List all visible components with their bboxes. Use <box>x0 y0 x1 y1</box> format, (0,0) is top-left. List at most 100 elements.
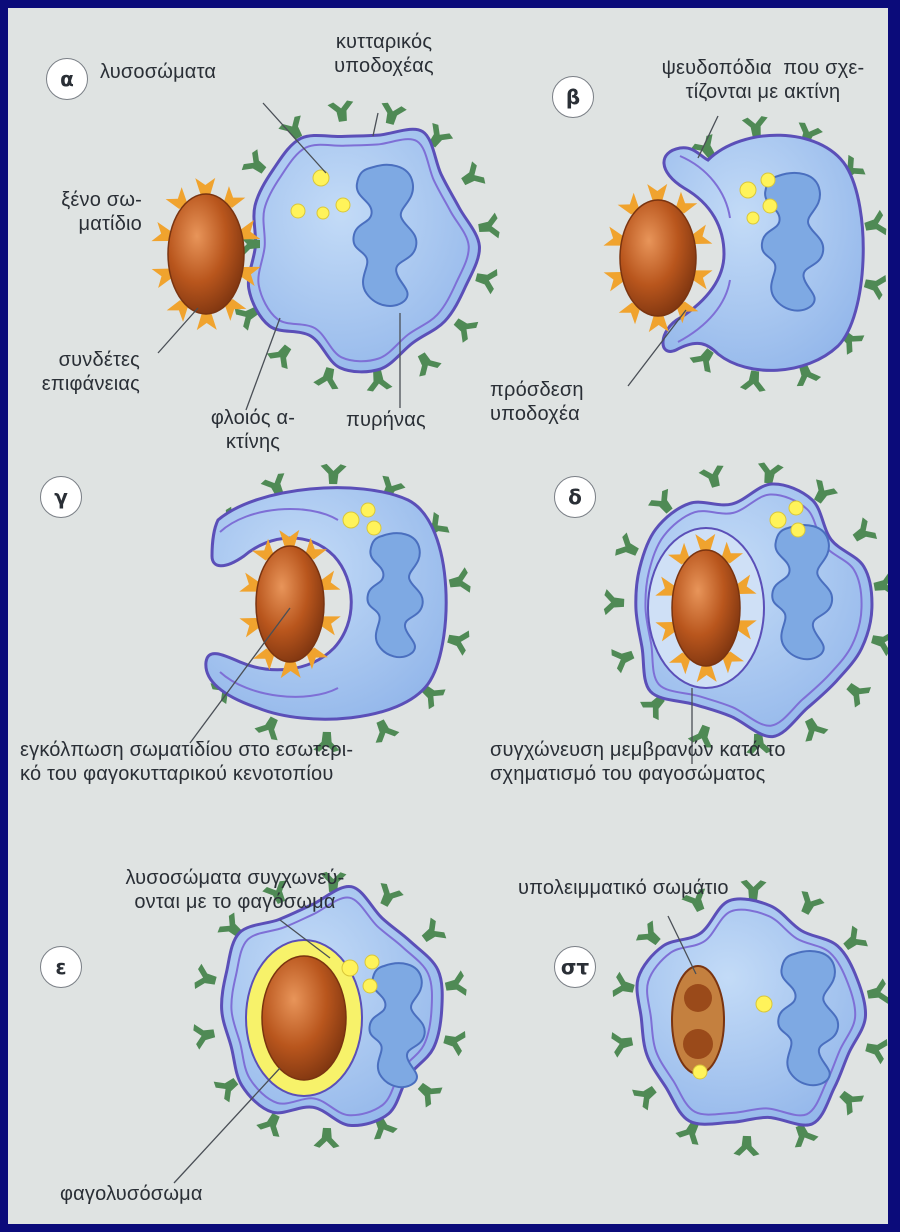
foreign-particle <box>620 200 696 316</box>
receptor-icon <box>733 1136 760 1157</box>
step-badge-g: γ <box>40 476 82 518</box>
ligand-icon <box>647 184 667 200</box>
step-badge-d: δ <box>554 476 596 518</box>
receptor-icon <box>797 714 829 744</box>
panel-st <box>610 880 888 1157</box>
label-foreign-particle: ξένο σω- ματίδιο <box>38 188 142 236</box>
lysosome-icon <box>342 960 358 976</box>
receptor-icon <box>313 365 343 391</box>
label-cell-receptor: κυτταρικός υποδοχέας <box>314 30 454 78</box>
receptor-icon <box>448 311 480 344</box>
receptor-icon <box>740 880 767 901</box>
lysosome-icon <box>363 979 377 993</box>
diagram-canvas: α β γ δ ε στ λυσοσώματα κυτταρικός υποδο… <box>8 8 888 1224</box>
receptor-icon <box>240 148 272 181</box>
receptor-icon <box>862 271 888 301</box>
receptor-icon <box>473 265 499 295</box>
panel-b <box>603 115 887 392</box>
receptor-icon <box>372 881 404 911</box>
foreign-particle <box>256 546 324 662</box>
label-receptor-binding: πρόσδεση υποδοχέα <box>490 378 584 426</box>
panel-d <box>604 462 888 764</box>
label-lysosomes: λυσοσώματα <box>100 60 216 84</box>
digested-particle <box>262 956 346 1080</box>
receptor-icon <box>193 963 219 993</box>
receptor-icon <box>447 567 472 596</box>
panel-a <box>151 100 500 410</box>
label-membrane-fusion: συγχώνευση μεμβρανών κατά το σχηματισμό … <box>490 738 786 786</box>
receptor-icon <box>368 716 400 745</box>
receptor-icon <box>793 889 825 919</box>
receptor-icon <box>192 1021 217 1050</box>
receptor-icon <box>613 532 642 564</box>
receptor-icon <box>320 464 347 485</box>
receptor-icon <box>445 626 471 656</box>
receptor-icon <box>313 1128 340 1149</box>
receptor-icon <box>377 101 407 127</box>
receptor-icon <box>610 1029 635 1058</box>
leader-line <box>246 318 280 410</box>
step-badge-a: α <box>46 58 88 100</box>
residual-granule <box>683 1029 713 1059</box>
ligand-icon <box>649 316 669 332</box>
panel-g <box>190 464 472 753</box>
receptor-icon <box>848 516 879 549</box>
receptor-icon <box>631 1079 663 1112</box>
lysosome-icon <box>789 501 803 515</box>
step-badge-st: στ <box>554 946 596 988</box>
receptor-icon <box>604 589 625 616</box>
leader-line <box>373 113 378 136</box>
lysosome-icon <box>740 182 756 198</box>
lysosome-icon <box>761 173 775 187</box>
receptor-icon <box>410 348 443 378</box>
receptor-icon <box>443 970 468 999</box>
ligand-icon <box>195 178 215 194</box>
step-badge-e: ε <box>40 946 82 988</box>
panel-e <box>174 872 468 1183</box>
receptor-icon <box>327 100 356 123</box>
lysosome-icon <box>291 204 305 218</box>
foreign-particle <box>672 550 740 666</box>
receptor-icon <box>869 627 888 657</box>
lysosome-icon <box>763 199 777 213</box>
receptor-icon <box>834 1084 866 1117</box>
label-nucleus: πυρήνας <box>346 408 426 432</box>
receptor-icon <box>865 978 888 1007</box>
lysosome-icon <box>770 512 786 528</box>
receptor-icon <box>841 676 873 709</box>
lysosome-icon <box>367 521 381 535</box>
label-pseudopodia: ψευδοπόδια που σχε- τίζονται με ακτίνη <box>628 56 888 104</box>
receptor-icon <box>457 160 487 193</box>
receptor-icon <box>863 1035 888 1065</box>
receptor-icon <box>441 1027 467 1057</box>
receptor-icon <box>740 369 768 392</box>
step-badge-b: β <box>552 76 594 118</box>
lysosome-icon <box>361 503 375 517</box>
receptor-icon <box>862 209 887 239</box>
label-surface-ligands: συνδέτες επιφάνειας <box>8 348 140 396</box>
label-residual-body: υπολειμματικό σωμάτιο <box>518 876 729 900</box>
receptor-icon <box>611 971 637 1001</box>
receptor-icon <box>755 462 784 486</box>
lysosome-icon <box>791 523 805 537</box>
lysosome-icon <box>365 955 379 969</box>
lysosome-icon <box>756 996 772 1012</box>
lysosome-icon <box>343 512 359 528</box>
label-actin-cortex: φλοιός α- κτίνης <box>204 406 302 454</box>
receptor-icon <box>477 212 500 241</box>
foreign-particle <box>168 194 244 314</box>
label-phagolysosome: φαγολυσόσωμα <box>60 1182 203 1206</box>
leader-line <box>158 308 198 353</box>
label-invagination: εγκόλπωση σωματιδίου στο εσωτερι- κό του… <box>20 738 353 786</box>
lysosome-icon <box>317 207 329 219</box>
lysosome-icon <box>747 212 759 224</box>
receptor-icon <box>698 464 728 490</box>
lysosome-icon <box>336 198 350 212</box>
ligand-icon <box>197 314 217 330</box>
receptor-icon <box>416 916 448 949</box>
receptor-icon <box>872 571 888 600</box>
label-lysosomes-fuse: λυσοσώματα συγχωνεύ- ονται με το φαγόσωμ… <box>110 866 360 914</box>
lysosome-icon <box>693 1065 707 1079</box>
receptor-icon <box>610 642 638 674</box>
lysosome-icon <box>313 170 329 186</box>
